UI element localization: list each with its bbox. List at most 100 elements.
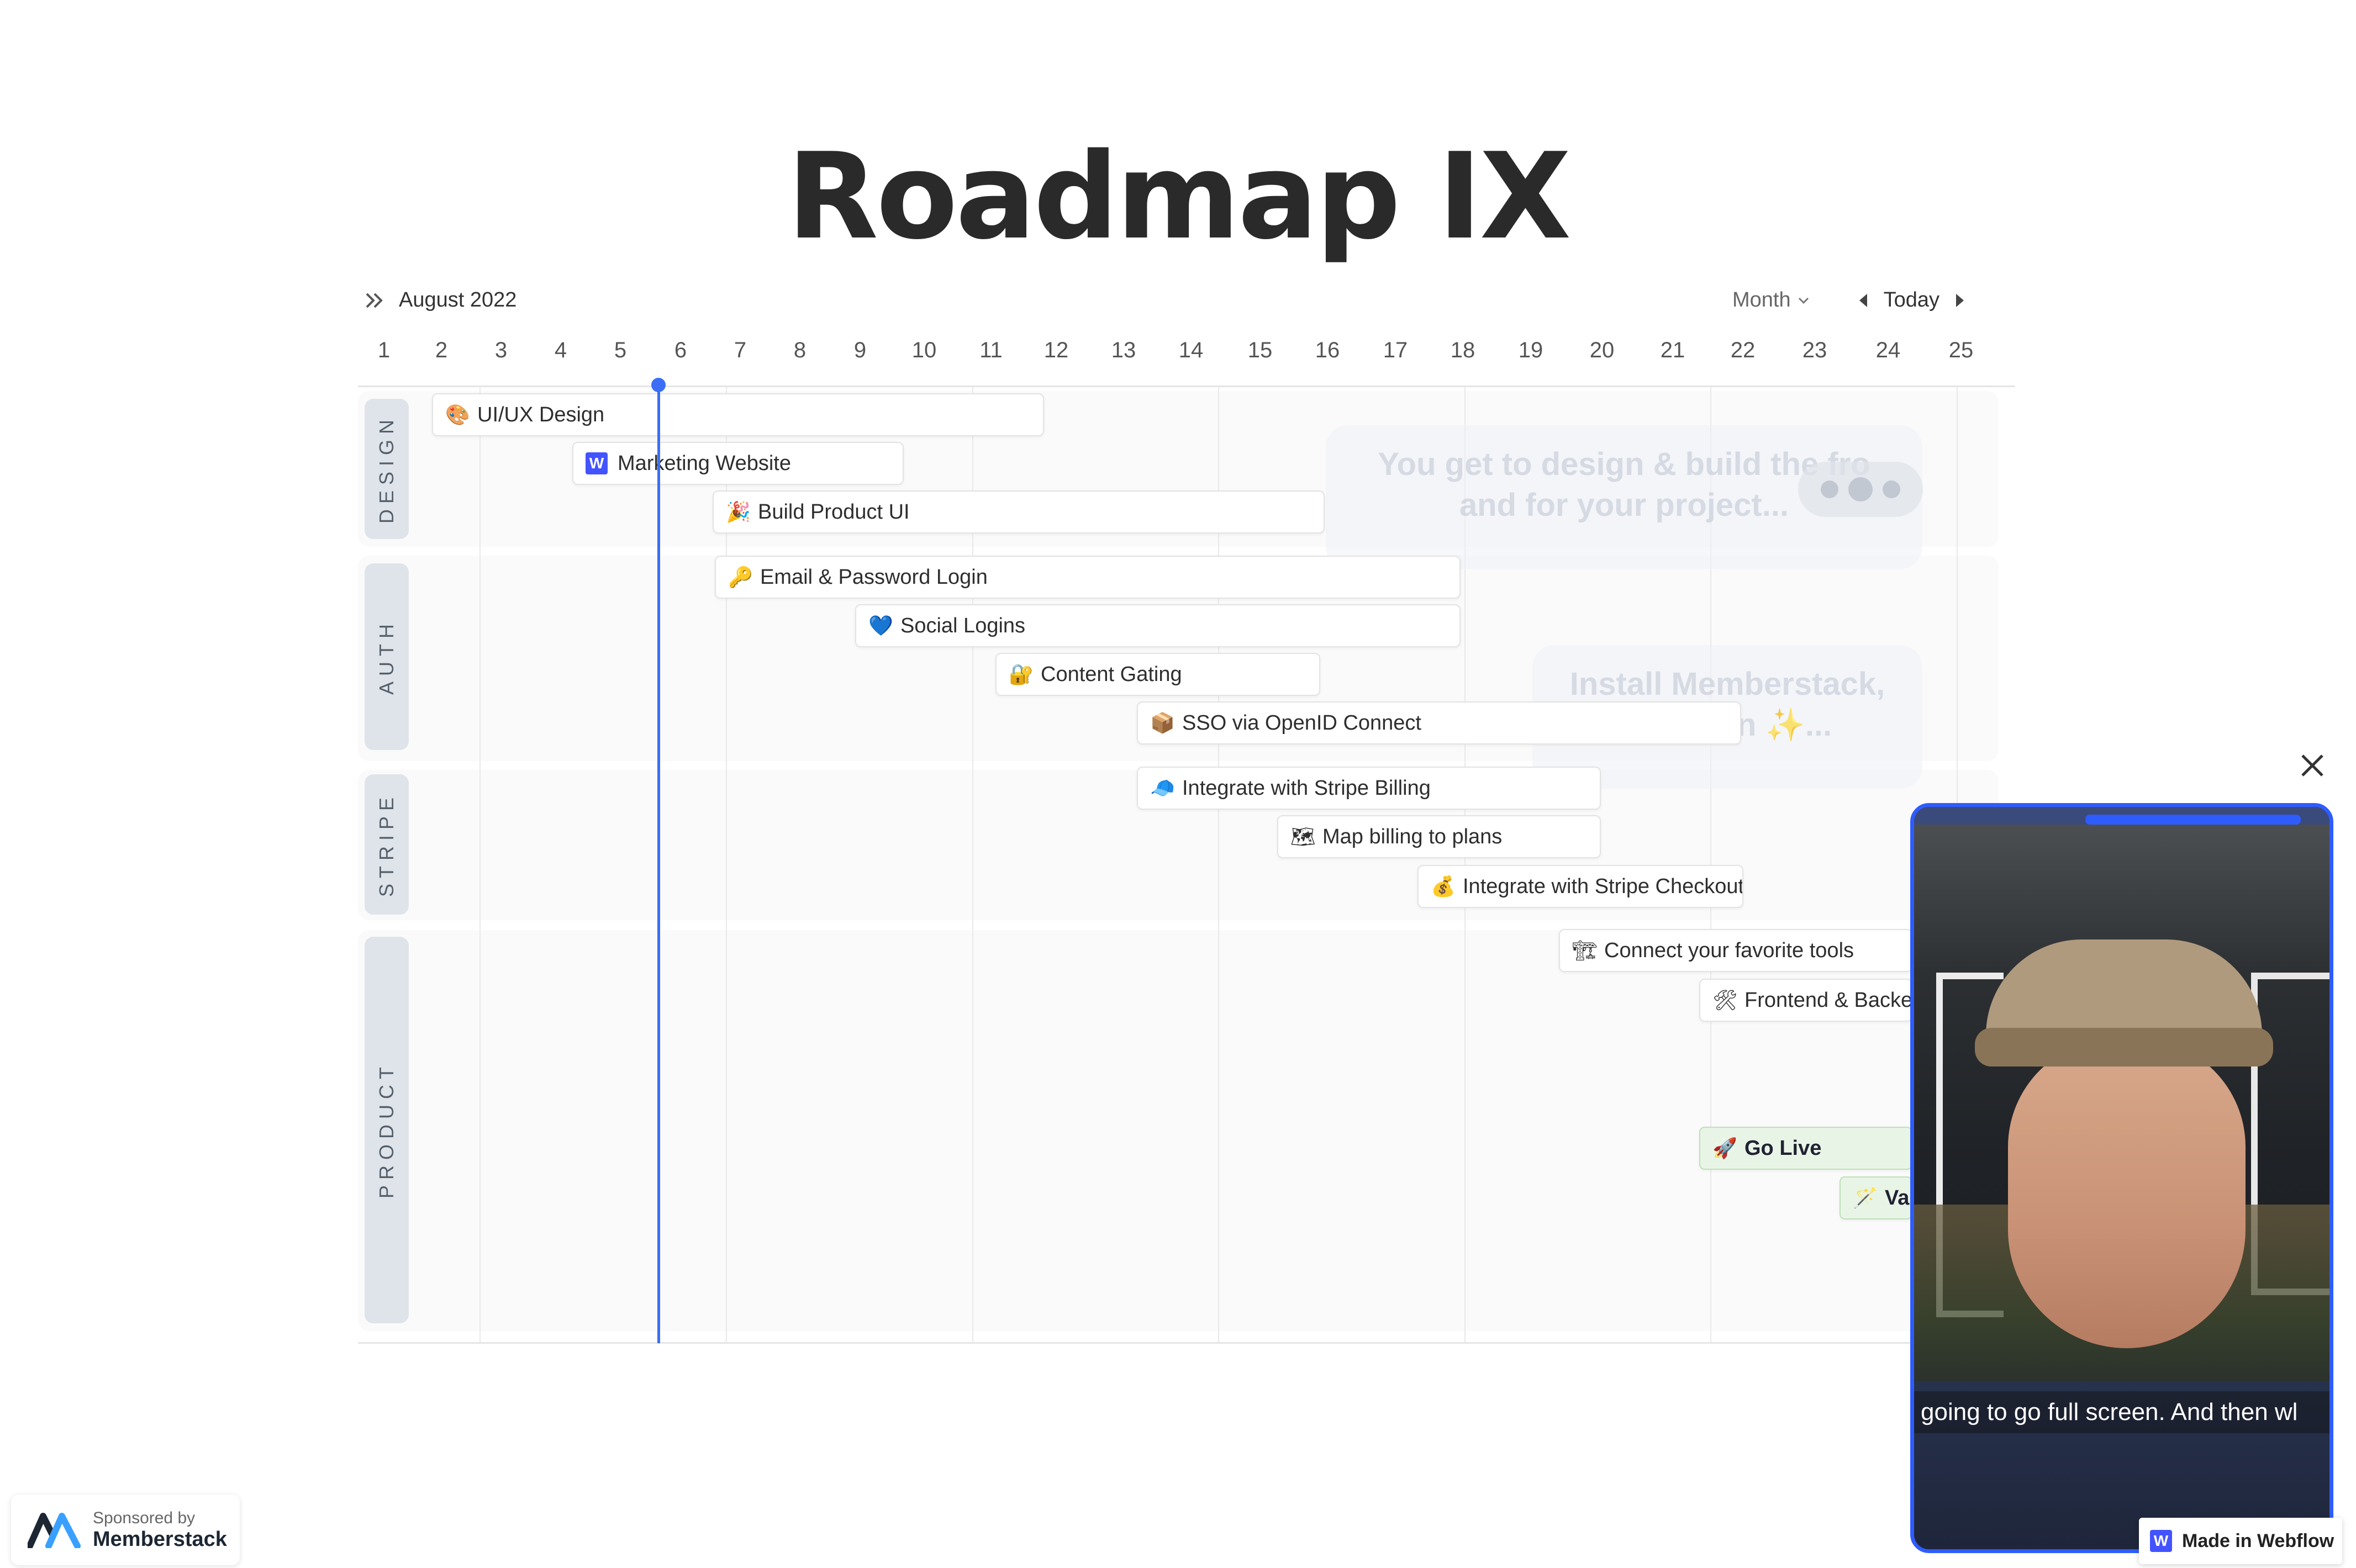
sponsor-line-2: Memberstack (93, 1528, 227, 1551)
group-label-design: DESIGN (365, 399, 409, 539)
day-24: 24 (1875, 338, 1901, 362)
day-10: 10 (911, 338, 937, 362)
day-9: 9 (853, 338, 867, 362)
day-1: 1 (377, 338, 391, 362)
task-label: Go Live (1744, 1136, 1822, 1160)
day-header: 1 2 3 4 5 6 7 8 9 10 11 12 13 14 15 16 1… (358, 338, 2015, 367)
day-21: 21 (1660, 338, 1685, 362)
blue-heart-icon: 💙 (868, 614, 893, 637)
package-icon: 📦 (1150, 711, 1175, 734)
task-map-billing[interactable]: 🗺 Map billing to plans (1277, 815, 1601, 858)
task-email-password-login[interactable]: 🔑 Email & Password Login (715, 556, 1461, 599)
chevron-down-icon (1798, 297, 1809, 304)
webflow-badge-label: Made in Webflow (2182, 1530, 2334, 1551)
money-bag-icon: 💰 (1431, 875, 1456, 897)
sponsor-text: Sponsored by Memberstack (93, 1509, 227, 1551)
sponsor-line-1: Sponsored by (93, 1509, 196, 1527)
construction-icon: 🏗 (1572, 939, 1598, 962)
rocket-icon: 🚀 (1712, 1137, 1737, 1159)
task-social-logins[interactable]: 💙 Social Logins (855, 604, 1461, 647)
group-label-product: PRODUCT (365, 937, 409, 1323)
task-build-product-ui[interactable]: 🎉 Build Product UI (713, 490, 1325, 534)
webflow-logo-icon: W (2150, 1530, 2172, 1552)
task-label: Integrate with Stripe Billing (1182, 776, 1431, 800)
gridline (972, 387, 973, 1343)
page-title: Roadmap IX (787, 127, 1572, 266)
task-stripe-checkout[interactable]: 💰 Integrate with Stripe Checkout (1417, 865, 1743, 908)
group-label-text: AUTH (375, 619, 398, 695)
day-4: 4 (554, 338, 567, 362)
double-chevron-right-icon[interactable] (363, 289, 389, 312)
key-icon: 🔑 (728, 566, 753, 588)
hammer-wrench-icon: 🛠 (1712, 989, 1738, 1011)
day-7: 7 (734, 338, 747, 362)
group-label-text: STRIPE (375, 791, 398, 897)
next-arrow-icon[interactable] (1956, 293, 1964, 307)
made-in-webflow-badge[interactable]: W Made in Webflow (2139, 1518, 2342, 1564)
typing-indicator (1798, 462, 1923, 517)
video-player[interactable]: going to go full screen. And then wl (1910, 803, 2333, 1553)
view-select-value: Month (1732, 288, 1791, 312)
party-popper-icon: 🎉 (726, 500, 751, 523)
task-go-live[interactable]: 🚀 Go Live (1699, 1127, 1912, 1170)
bottom-divider (358, 1342, 2015, 1344)
task-va[interactable]: 🪄 Va (1840, 1176, 1912, 1219)
task-label: Integrate with Stripe Checkout (1463, 874, 1743, 898)
task-sso-openid[interactable]: 📦 SSO via OpenID Connect (1137, 701, 1741, 745)
task-label: Content Gating (1041, 662, 1182, 686)
video-person-cap-brim (1975, 1028, 2273, 1067)
day-12: 12 (1043, 338, 1069, 362)
video-top-accent (2085, 815, 2301, 825)
today-marker-dot (651, 378, 666, 392)
day-15: 15 (1247, 338, 1273, 362)
task-label: Frontend & Backe (1744, 988, 1912, 1012)
video-person-face (2008, 1039, 2246, 1348)
close-icon[interactable] (2297, 750, 2328, 781)
map-icon: 🗺 (1290, 825, 1316, 848)
webflow-logo-icon: W (586, 452, 608, 474)
task-label: Va (1885, 1186, 1910, 1210)
lock-icon: 🔐 (1009, 663, 1034, 685)
day-20: 20 (1589, 338, 1615, 362)
task-label: Connect your favorite tools (1604, 938, 1854, 962)
day-5: 5 (614, 338, 627, 362)
prev-arrow-icon[interactable] (1859, 293, 1867, 307)
task-connect-tools[interactable]: 🏗 Connect your favorite tools (1559, 929, 1912, 972)
view-select[interactable]: Month (1732, 288, 1810, 312)
gridline (1218, 387, 1219, 1343)
day-2: 2 (435, 338, 448, 362)
day-22: 22 (1730, 338, 1756, 362)
group-label-stripe: STRIPE (365, 774, 409, 915)
video-caption: going to go full screen. And then wl (1914, 1391, 2329, 1433)
day-16: 16 (1315, 338, 1340, 362)
group-label-text: PRODUCT (375, 1062, 398, 1199)
task-uiux-design[interactable]: 🎨 UI/UX Design (432, 393, 1044, 436)
palette-icon: 🎨 (445, 403, 470, 426)
day-18: 18 (1450, 338, 1475, 362)
header-divider (358, 386, 2015, 387)
month-nav: August 2022 (363, 288, 516, 312)
task-content-gating[interactable]: 🔐 Content Gating (995, 653, 1320, 696)
today-button[interactable]: Today (1883, 288, 1939, 312)
task-label: Email & Password Login (760, 565, 988, 589)
gridline (726, 387, 727, 1343)
task-label: UI/UX Design (477, 403, 605, 426)
task-label: Social Logins (900, 614, 1026, 637)
day-3: 3 (494, 338, 508, 362)
magic-wand-icon: 🪄 (1853, 1186, 1878, 1209)
task-stripe-billing[interactable]: 🧢 Integrate with Stripe Billing (1137, 767, 1601, 810)
group-label-text: DESIGN (375, 414, 398, 524)
task-label: SSO via OpenID Connect (1182, 711, 1421, 735)
current-month-label: August 2022 (399, 288, 517, 312)
task-frontend-backend[interactable]: 🛠 Frontend & Backe (1699, 979, 1912, 1022)
day-25: 25 (1948, 338, 1974, 362)
task-marketing-website[interactable]: W Marketing Website (572, 442, 904, 485)
day-14: 14 (1178, 338, 1204, 362)
day-23: 23 (1802, 338, 1827, 362)
sponsor-badge[interactable]: Sponsored by Memberstack (11, 1495, 240, 1565)
day-11: 11 (979, 338, 1003, 362)
day-19: 19 (1518, 338, 1543, 362)
day-8: 8 (793, 338, 807, 362)
today-marker-line (657, 386, 660, 1343)
